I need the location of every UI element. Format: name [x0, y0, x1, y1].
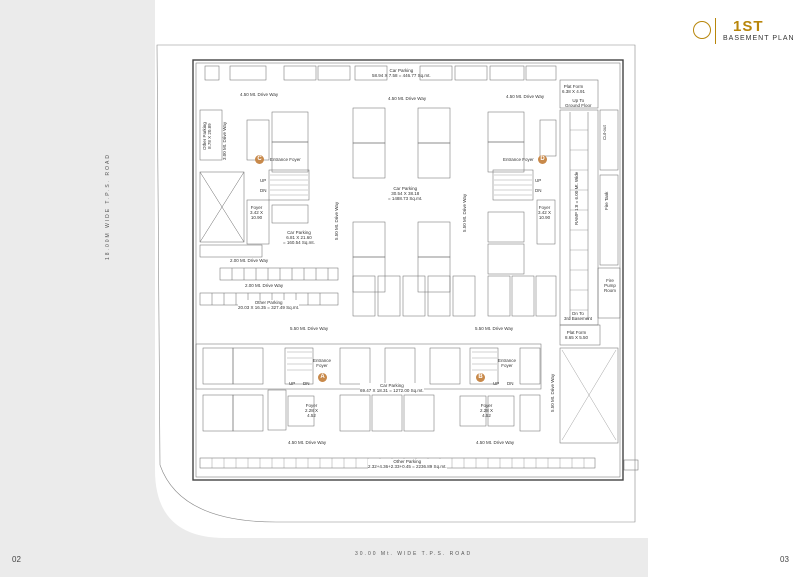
stair-b-up: UP — [493, 381, 500, 386]
label-dn-3rd: Dn To 3rd Basement — [564, 311, 593, 321]
label-drive-bottom-right: 4.50 Mt. Drive Way — [476, 440, 515, 445]
label-bottom-parking: Car Parking 69.47 X 18.31 = 1272.00 Sq.m… — [360, 383, 424, 393]
label-drive-left-vert: 5.50 Mt. Drive Way — [334, 201, 339, 240]
stair-b-dn: DN — [507, 381, 514, 386]
label-entrance-d: Entrance Foyer — [503, 157, 534, 162]
label-drive-2m-a: 2.00 Mt. Drive Way — [230, 258, 269, 263]
label-top-parking: Car Parking 58.94 X 7.58 = 446.77 Sq.mt. — [372, 68, 431, 78]
stair-c-up: UP — [260, 178, 267, 183]
road-label-bottom: 30.00 Mt. WIDE T.P.S. ROAD — [355, 551, 473, 557]
basement-outer-wall — [192, 59, 624, 481]
label-drive-bottom-left: 4.50 Mt. Drive Way — [288, 440, 327, 445]
stair-a-up: UP — [289, 381, 296, 386]
stair-a-b — [287, 351, 497, 371]
core-marker-c: C — [255, 155, 264, 164]
label-up-ground: Up To Ground Floor — [565, 98, 592, 108]
label-other-parking-bottom: Other Parking 20.03 X 16.35 = 327.49 Sq.… — [238, 300, 300, 310]
label-entrance-a: Entrance Foyer — [313, 358, 332, 368]
road-label-left: 18.00M WIDE T.P.S. ROAD — [105, 153, 111, 260]
road-area — [0, 0, 648, 577]
label-plat-form-top: Plat Form 6.38 X 4.91 — [562, 84, 586, 94]
stair-d — [494, 174, 532, 196]
label-drive-top-right: 4.50 Mt. Drive Way — [506, 94, 545, 99]
label-left-parking: Car Parking 6.81 X 21.60 = 160.54 Sq.mt. — [283, 230, 315, 245]
ramp-hatch — [561, 129, 617, 441]
label-drive-top-left: 4.50 Mt. Drive Way — [240, 92, 279, 97]
label-center-parking: Car Parking 30.54 X 38.18 = 1488.73 Sq.m… — [388, 186, 423, 201]
label-drive-mid-left: 5.50 Mt. Drive Way — [290, 326, 329, 331]
core-marker-a: A — [318, 373, 327, 382]
label-drive-mid-right: 5.50 Mt. Drive Way — [475, 326, 514, 331]
site-boundary — [156, 44, 636, 523]
label-foyer-left: Foyer 3.42 X 10.90 — [250, 205, 264, 220]
stair-c — [270, 174, 308, 196]
stair-d-dn: DN — [535, 188, 542, 193]
label-entrance-c: Entrance Foyer — [270, 157, 301, 162]
stair-c-dn: DN — [260, 188, 267, 193]
left-parking-rows — [199, 267, 339, 306]
cut-out-box — [623, 459, 639, 471]
page-number-right: 03 — [780, 555, 789, 564]
label-other-parking-left: Other Parking 8.78 X 20.89 — [202, 122, 212, 150]
right-core-d — [487, 111, 557, 317]
label-fire-tank: Fire Tank — [604, 191, 609, 210]
core-marker-b: B — [476, 373, 485, 382]
top-parking-row — [204, 65, 557, 81]
label-drive-3m: 3.00 Mt. Drive Way — [222, 121, 227, 160]
plan-title: BASEMENT PLAN — [723, 35, 795, 42]
label-drive-top-mid: 4.50 Mt. Drive Way — [388, 96, 427, 101]
label-foyer-a: Foyer 2.28 X 4.52 — [305, 403, 319, 418]
label-ramp: RAMP 1:8 = 6.00 Mt. Wide — [574, 171, 579, 225]
brand-logo-icon — [693, 21, 711, 39]
page-number-left: 02 — [12, 555, 21, 564]
service-column — [559, 79, 621, 444]
label-drive-ew: 5.50 Mt. Drive Way — [550, 373, 555, 412]
label-drive-right-vert: 5.50 Mt. Drive Way — [462, 193, 467, 232]
label-drive-2m-b: 2.00 Mt. Drive Way — [245, 283, 284, 288]
floor-number: 1ST — [733, 18, 764, 35]
core-marker-d: D — [538, 155, 547, 164]
label-foyer-right: Foyer 3.42 X 10.90 — [538, 205, 552, 220]
label-entrance-b: Entrance Foyer — [498, 358, 517, 368]
label-other-parking-strip: Other Parking 2.32+4.36+2.33+0.45 = 2236… — [368, 459, 447, 469]
label-fire-pump: Fire Pump Room — [604, 278, 617, 293]
label-cut-out: Cut-out — [602, 125, 607, 140]
stair-d-up: UP — [535, 178, 542, 183]
stair-a-dn: DN — [303, 381, 310, 386]
label-plat-form-bottom: Plat Form 8.65 X 5.50 — [565, 330, 589, 340]
label-foyer-b: Foyer 2.28 X 4.52 — [480, 403, 494, 418]
center-parking-block — [352, 107, 476, 317]
header-divider — [715, 18, 716, 44]
